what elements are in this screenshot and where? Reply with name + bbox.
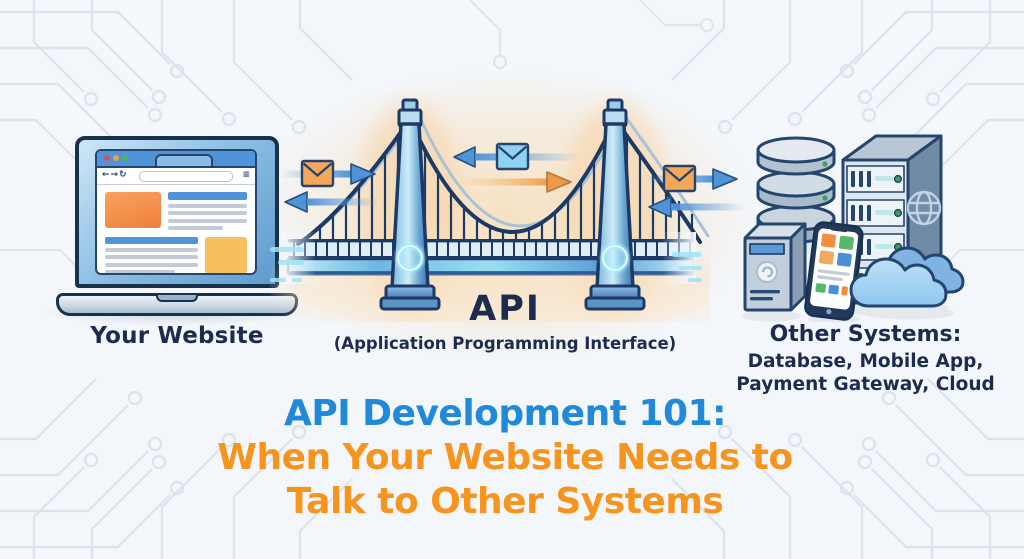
laptop-screen: ←→↻ ≡: [75, 136, 279, 288]
headline-line1: API Development 101:: [283, 393, 727, 434]
browser-nav-icons: ←→↻: [102, 170, 128, 180]
other-systems-label: Other Systems:: [769, 322, 962, 347]
message-arrows-center: [453, 142, 580, 193]
other-systems-line2: Payment Gateway, Cloud: [736, 374, 995, 395]
bridge-tower-right: [584, 98, 646, 311]
api-sublabel: (Application Programming Interface): [333, 334, 677, 353]
laptop-illustration: ←→↻ ≡: [56, 136, 298, 316]
browser-page-content: [97, 185, 255, 273]
page-thumb-block: [205, 237, 247, 273]
browser-tab: [155, 154, 213, 166]
globe-icon: [906, 190, 942, 226]
browser-toolbar: ←→↻ ≡: [97, 168, 255, 185]
other-systems-line1: Database, Mobile App,: [747, 351, 984, 372]
browser-menu-icon: ≡: [242, 170, 250, 180]
browser-dot-green: [122, 155, 128, 161]
other-systems-illustration: [741, 134, 965, 322]
api-label: API: [469, 289, 541, 329]
envelope-orange-icon: [300, 159, 335, 188]
page-heading-bar: [168, 192, 247, 200]
page-hero-block: [105, 192, 161, 228]
headline: API Development 101: When Your Website N…: [105, 392, 905, 524]
page-heading-bar-2: [105, 237, 198, 244]
envelope-blue-icon: [495, 142, 530, 171]
envelope-orange-icon: [662, 164, 697, 193]
payment-gateway-icon: [743, 222, 807, 312]
arrow-left-icon: [284, 191, 379, 213]
laptop-base: [56, 293, 298, 316]
suspension-bridge-icon: [270, 98, 710, 322]
bridge-tower-left: [379, 98, 441, 311]
mobile-app-icon: [804, 221, 864, 321]
cloud-icon: [849, 246, 965, 308]
your-website-label: Your Website: [90, 323, 264, 349]
message-arrows-right: [645, 164, 745, 218]
browser-window-icon: ←→↻ ≡: [95, 149, 257, 275]
arrow-left-icon: [648, 196, 745, 218]
arrow-right-orange-icon: [461, 171, 572, 193]
browser-dot-red: [104, 155, 110, 161]
headline-line2: When Your Website Needs to: [217, 437, 793, 478]
headline-line3: Talk to Other Systems: [286, 481, 724, 522]
browser-address-bar: [139, 171, 233, 182]
browser-dot-yellow: [113, 155, 119, 161]
laptop-notch: [156, 295, 198, 302]
browser-header: [97, 151, 255, 168]
message-arrows-left: [281, 159, 379, 213]
